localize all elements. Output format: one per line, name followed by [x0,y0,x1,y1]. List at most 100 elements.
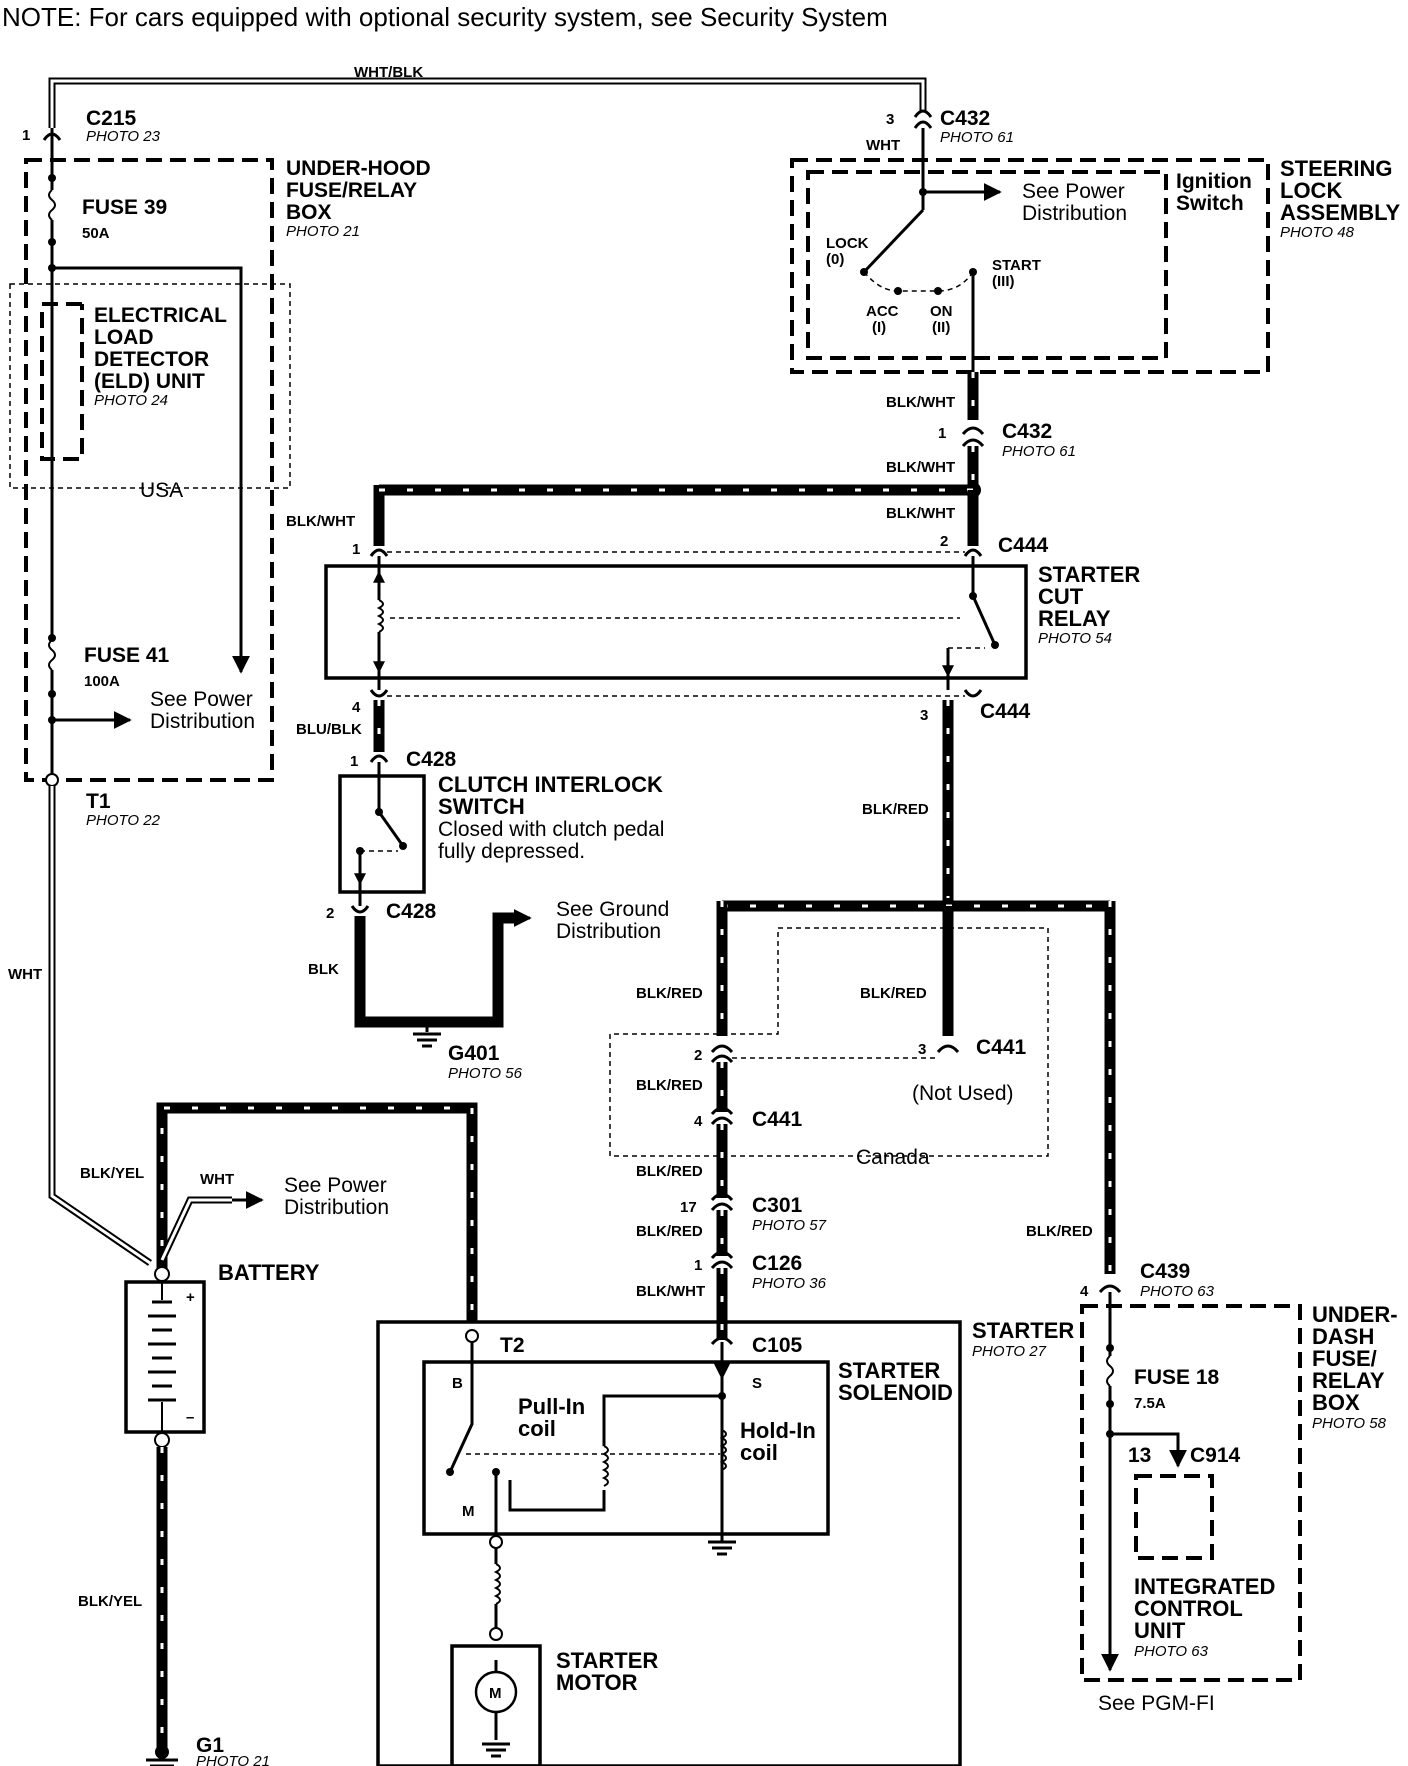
relay-label-2: CUT [1038,584,1084,609]
ignition-position-arc [863,271,974,292]
fuse18-rating: 7.5A [1134,1395,1166,1412]
wire-label-blk-wht-e: BLK/WHT [636,1283,705,1300]
usa-label: USA [140,479,183,502]
underhood-label-3: BOX [286,201,332,224]
wire-label-blk-red-d: BLK/RED [636,1077,703,1094]
fuse39-rating: 50A [82,225,110,242]
motor-label-1: STARTER [556,1648,658,1673]
c914-label: C914 [1190,1444,1241,1467]
battery-minus: – [186,1409,194,1426]
c441-a-label: C441 [976,1036,1027,1059]
underhood-box-outline [24,158,274,782]
connector-c428-bot [350,905,370,914]
wire-label-blk-yel-a: BLK/YEL [80,1165,144,1182]
g1-photo: PHOTO 21 [196,1753,270,1766]
t2-label: T2 [500,1334,525,1357]
motor-label-2: MOTOR [556,1670,638,1695]
connector-c439 [1098,1284,1122,1294]
icu-label-2: CONTROL [1134,1596,1243,1621]
c428-top-label: C428 [406,748,457,771]
clutch-switch-arm [377,811,405,847]
solenoid-b: B [452,1375,463,1392]
g401-photo: PHOTO 56 [448,1065,523,1082]
motor-m: M [489,1685,502,1702]
underhood-photo: PHOTO 21 [286,223,360,240]
connector-c215 [42,128,62,160]
connector-c444-top [369,548,983,557]
wire-label-wht-c432: WHT [866,137,900,154]
connector-c444-bot [369,689,983,698]
relay-label-3: RELAY [1038,606,1111,631]
wire-label-wht-left: WHT [8,966,42,983]
starter-photo: PHOTO 27 [972,1343,1047,1360]
steering-label-1: STEERING [1280,156,1392,181]
starter-outline [376,1320,962,1766]
relay-contact-arm [971,595,997,646]
see-ground-line1: See Ground [556,898,669,921]
connector-c441-b [710,1106,734,1126]
starter-solenoid-box [422,1360,830,1536]
c428-bot-label: C428 [386,900,437,923]
battery-positive-terminal [154,1266,170,1282]
pullin-label-2: coil [518,1416,556,1441]
underdash-box-outline [1080,1304,1302,1682]
node-fuse18-top [1106,1344,1114,1352]
wire-label-blk-wht-b: BLK/WHT [886,459,955,476]
canada-region-outline [609,927,1049,1157]
connector-c441-a [710,1044,960,1064]
c301-label: C301 [752,1194,803,1217]
see-ground-line2: Distribution [556,920,661,943]
wire-battery-positive-main [156,1102,478,1322]
pos-start: START [992,257,1041,274]
wire-label-blk-wht-d: BLK/WHT [886,505,955,522]
terminal-t1 [45,773,59,787]
c428-top-pin: 1 [350,753,358,770]
node-motor-lead-top [489,1535,503,1549]
c439-pin: 4 [1080,1283,1089,1300]
clutch-contact [399,842,407,850]
c126-photo: PHOTO 36 [752,1275,827,1292]
clutch-label-4: fully depressed. [438,840,585,863]
icu-photo: PHOTO 63 [1134,1643,1209,1660]
underdash-photo: PHOTO 58 [1312,1415,1387,1432]
wire-label-blk-yel-b: BLK/YEL [78,1593,142,1610]
underdash-label-1: UNDER- [1312,1302,1398,1327]
eld-unit-outline [40,302,84,461]
pullin-coil-symbol [601,1445,609,1487]
c432-top-photo: PHOTO 61 [940,129,1014,146]
wire-wht-left [48,786,152,1266]
c215-label: C215 [86,107,137,130]
underhood-label-2: FUSE/RELAY [286,179,417,202]
underhood-label-1: UNDER-HOOD [286,157,431,180]
node-fuse39-top [48,174,56,182]
fuse41-symbol [48,639,56,671]
fuse39-symbol [48,189,56,221]
see-power-1-line1: See Power [150,688,253,711]
see-power-3-line2: Distribution [284,1196,389,1219]
note-text: NOTE: For cars equipped with optional se… [2,2,888,32]
steering-label-3: ASSEMBLY [1280,200,1401,225]
fuse18-symbol [1106,1355,1114,1387]
wire-label-blk-red-c: BLK/RED [860,985,927,1002]
ground-g401-icon [413,1022,441,1048]
eld-label-2: LOAD [94,326,154,349]
battery-negative-terminal [154,1432,170,1448]
battery-body [124,1280,206,1434]
pos-lock: LOCK [826,235,869,252]
c301-photo: PHOTO 57 [752,1217,827,1234]
connector-c428-top [369,754,389,763]
eld-branch-wire [52,266,250,674]
connector-c432-top [913,109,933,129]
c444-bot-pin-right: 3 [920,707,928,724]
clutch-pivot [375,808,383,816]
t1-label: T1 [86,790,111,813]
ignition-label-1: Ignition [1176,170,1252,193]
see-pgm-fi: See PGM-FI [1098,1692,1215,1715]
underdash-label-5: BOX [1312,1390,1360,1415]
node-blk-right [494,1018,502,1026]
fuse41-label: FUSE 41 [84,644,170,667]
canada-label: Canada [856,1146,930,1169]
c126-label: C126 [752,1252,802,1275]
relay-contact-pivot [969,592,977,600]
c441-b-label: C441 [752,1108,803,1131]
